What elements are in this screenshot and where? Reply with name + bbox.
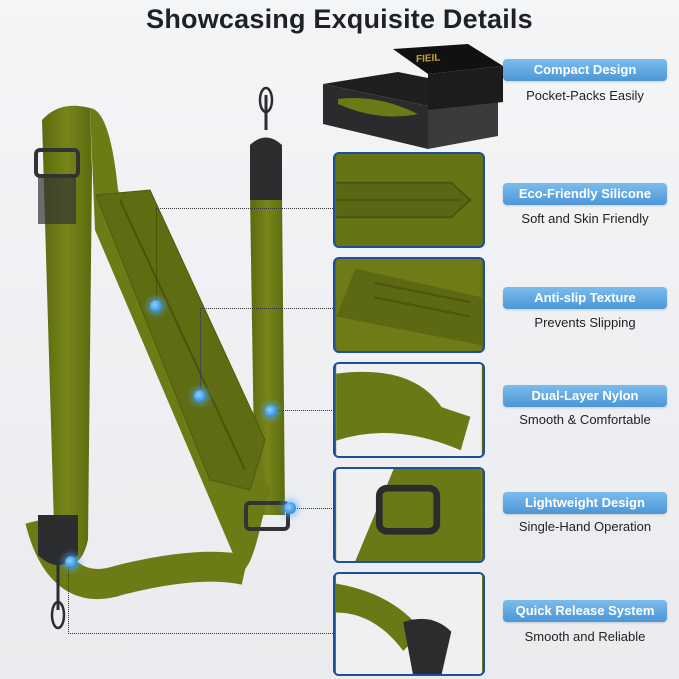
- detail-panel-texture: [333, 257, 485, 353]
- leader-line: [272, 410, 334, 411]
- detail-panel-buckle: [333, 467, 485, 563]
- highlight-dot: [65, 556, 77, 568]
- highlight-dot: [150, 300, 162, 312]
- highlight-dot: [265, 405, 277, 417]
- brand-label: FIEIL: [416, 52, 440, 65]
- feature-title-texture: Anti-slip Texture: [503, 287, 667, 309]
- detail-panel-quick-release: [333, 572, 485, 676]
- feature-subtitle-nylon: Smooth & Comfortable: [519, 412, 651, 427]
- feature-title-compact: Compact Design: [503, 59, 667, 81]
- feature-subtitle-quick-release: Smooth and Reliable: [524, 629, 646, 644]
- feature-subtitle-silicone: Soft and Skin Friendly: [521, 211, 649, 226]
- feature-subtitle-lightweight: Single-Hand Operation: [518, 519, 652, 534]
- leader-line: [156, 208, 335, 306]
- feature-title-silicone: Eco-Friendly Silicone: [503, 183, 667, 205]
- feature-title-quick-release: Quick Release System: [503, 600, 667, 622]
- leader-line: [200, 308, 335, 397]
- highlight-dot: [194, 390, 206, 402]
- feature-title-lightweight: Lightweight Design: [503, 492, 667, 514]
- packaging-box-image: FIEIL: [323, 44, 503, 149]
- feature-title-nylon: Dual-Layer Nylon: [503, 385, 667, 407]
- bottom-connector: [38, 515, 78, 565]
- feature-subtitle-texture: Prevents Slipping: [534, 315, 636, 330]
- page-title: Showcasing Exquisite Details: [146, 4, 533, 34]
- silicone-pad: [95, 189, 266, 491]
- leader-line: [68, 563, 335, 634]
- detail-panel-silicone: [333, 152, 485, 248]
- highlight-dot: [284, 502, 296, 514]
- top-connector: [250, 137, 282, 200]
- detail-panel-nylon: [333, 362, 485, 458]
- right-buckle: [244, 501, 290, 531]
- leader-line: [290, 508, 334, 509]
- feature-subtitle-compact: Pocket-Packs Easily: [526, 88, 644, 103]
